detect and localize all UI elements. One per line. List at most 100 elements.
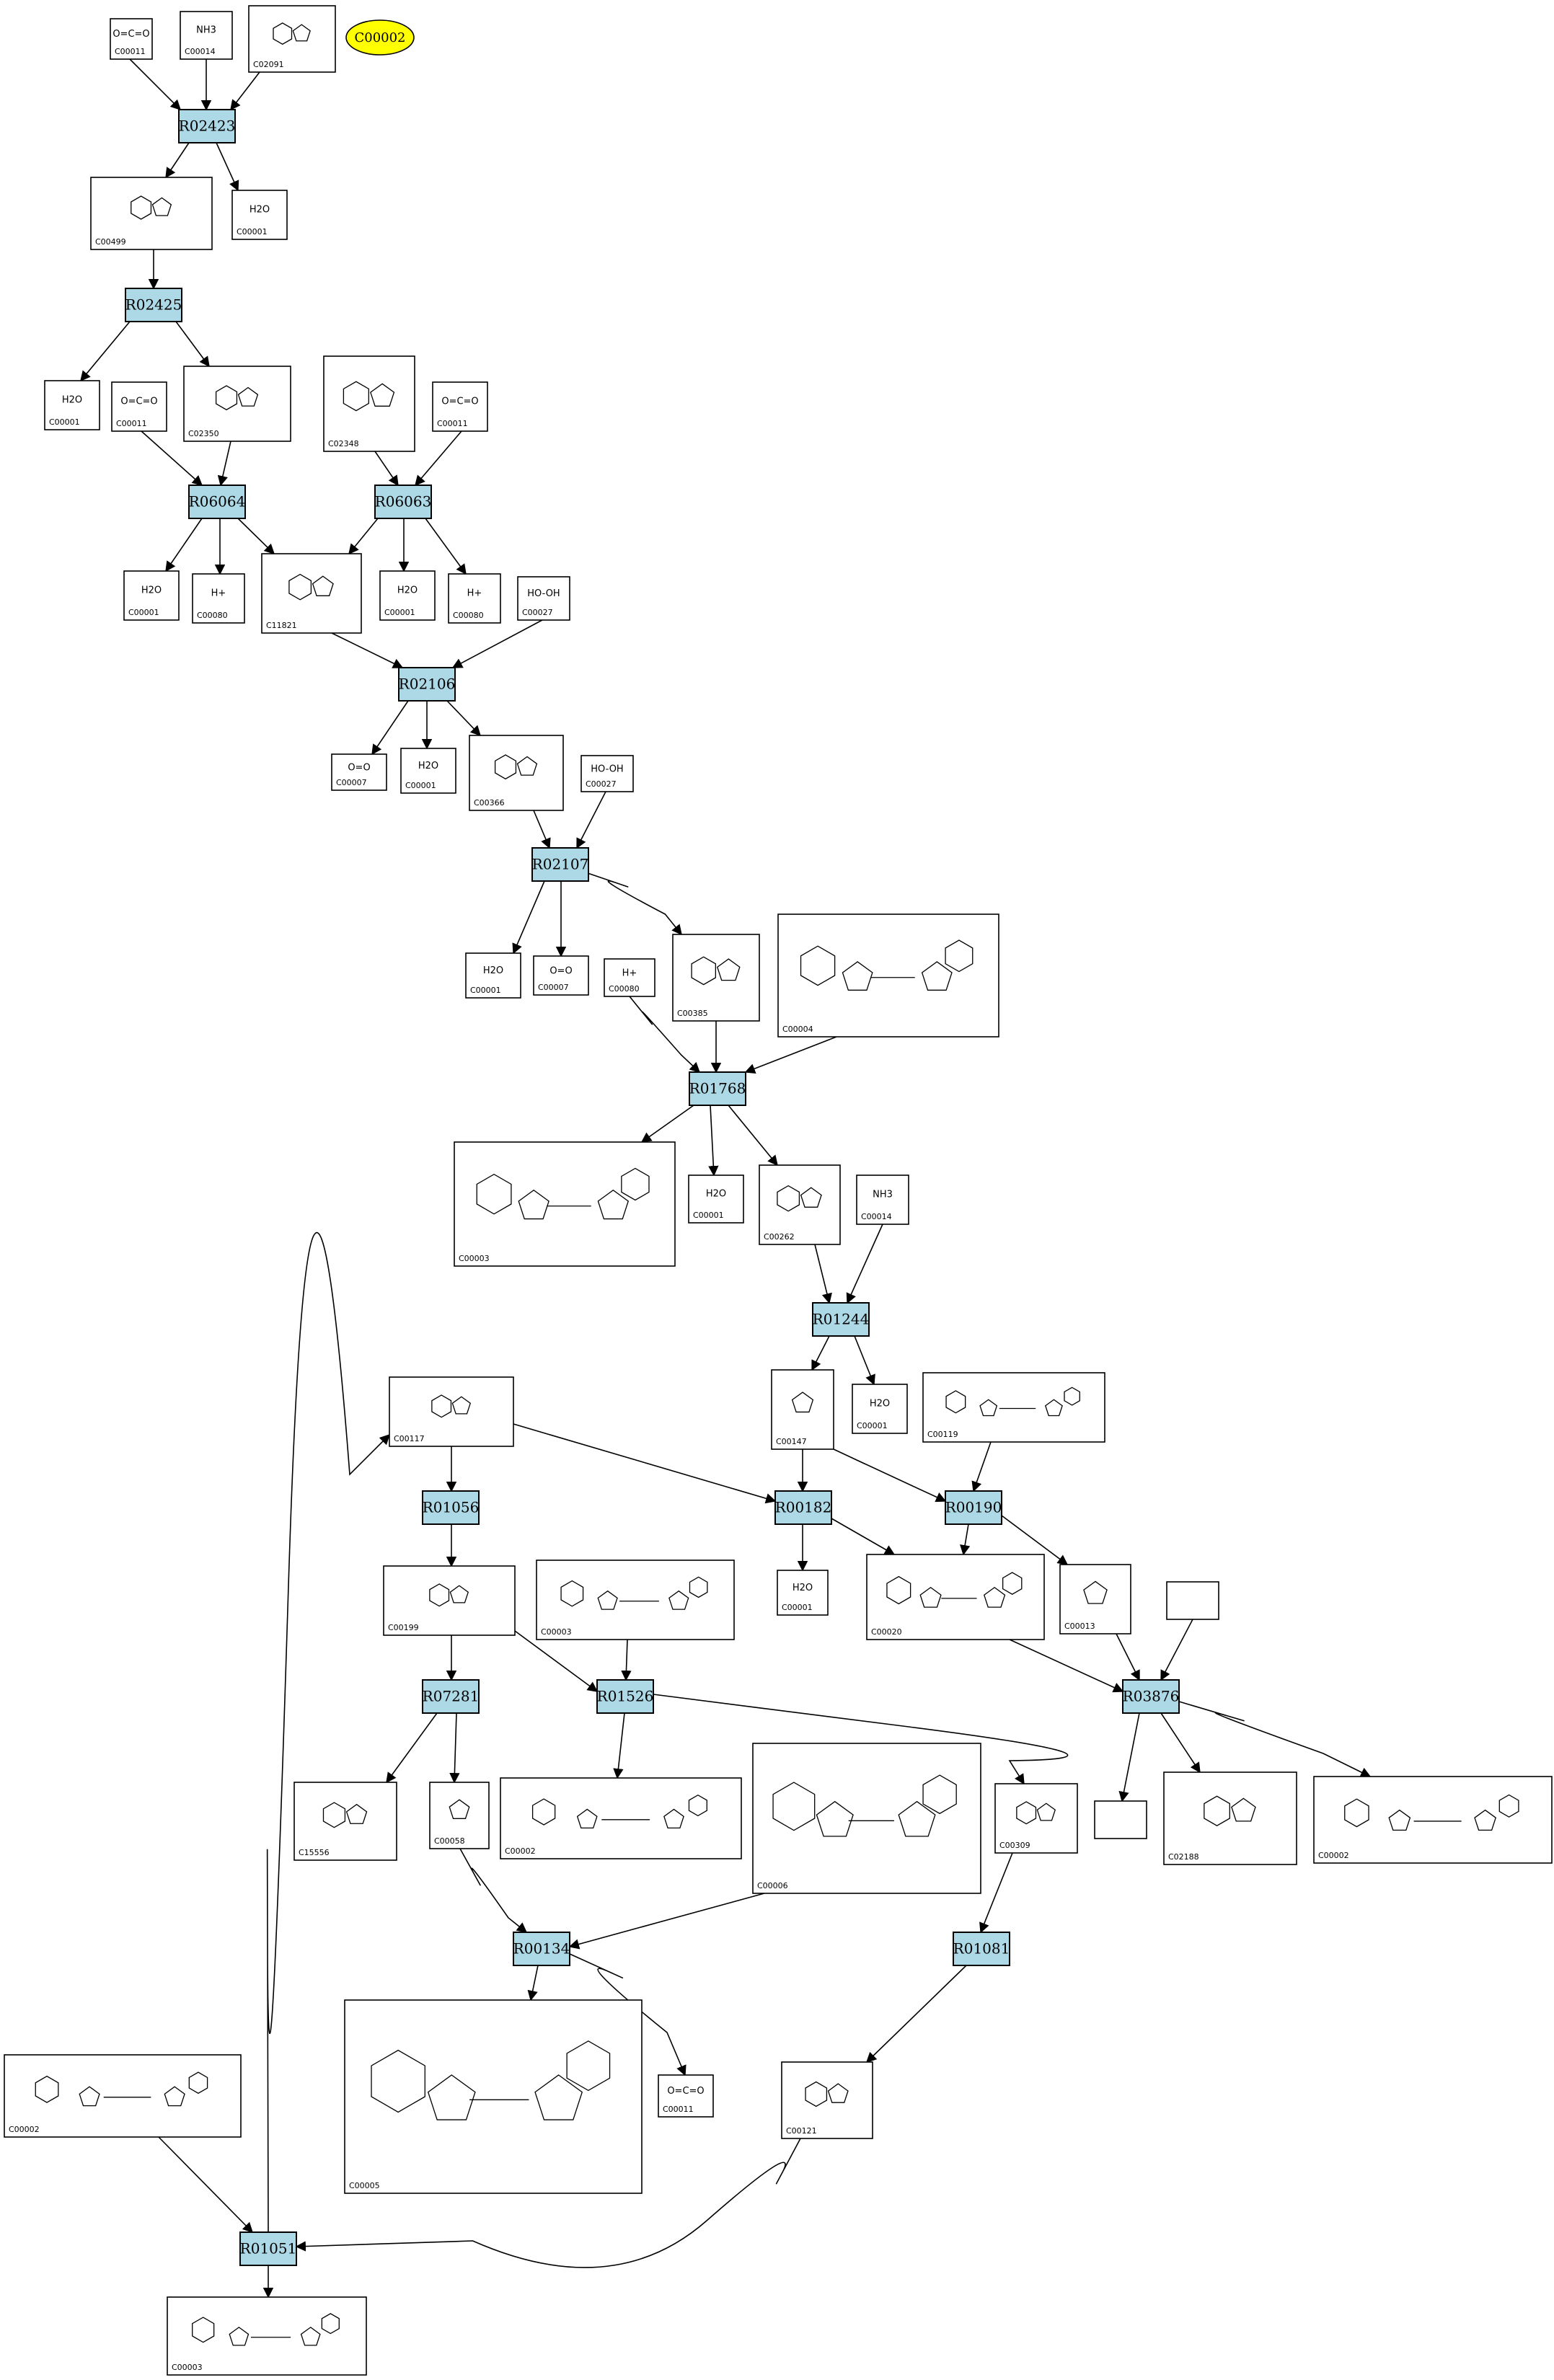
compound-box xyxy=(1163,1771,1297,1865)
compound-node-c42[interactable]: C00002 xyxy=(500,1777,742,1859)
compound-box xyxy=(344,1999,643,2194)
reaction-node-r00182[interactable]: R00182 xyxy=(774,1490,832,1525)
compound-box xyxy=(752,1743,981,1894)
reaction-label: R02106 xyxy=(399,676,456,693)
compound-formula: H2O xyxy=(397,585,418,596)
reaction-node-r01051[interactable]: R01051 xyxy=(239,2231,297,2266)
compound-node-c39[interactable] xyxy=(1166,1581,1219,1620)
compound-id-label: C00002 xyxy=(505,1846,536,1856)
reaction-node-r02106[interactable]: R02106 xyxy=(398,667,456,702)
compound-node-c37[interactable]: C00020 xyxy=(866,1554,1045,1640)
compound-id-label: C11821 xyxy=(266,621,297,630)
compound-node-c44[interactable]: C00309 xyxy=(994,1783,1078,1854)
ring-shape xyxy=(494,754,517,780)
compound-node-c33[interactable]: C00119 xyxy=(922,1372,1105,1443)
ring-shape xyxy=(691,956,716,986)
compound-node-c40[interactable]: C15556 xyxy=(293,1782,397,1861)
compound-node-c43[interactable]: C00006 xyxy=(752,1743,981,1894)
reaction-node-r03876[interactable]: R03876 xyxy=(1122,1679,1180,1714)
reaction-node-r01526[interactable]: R01526 xyxy=(596,1679,654,1714)
compound-node-c28[interactable]: C00262 xyxy=(759,1164,841,1245)
reaction-node-r01081[interactable]: R01081 xyxy=(953,1932,1010,1966)
compound-id-label: C02091 xyxy=(253,60,284,69)
compound-node-c46[interactable]: C02188 xyxy=(1163,1771,1297,1865)
compound-node-c52[interactable]: C00003 xyxy=(167,2296,367,2376)
compound-formula: H+ xyxy=(211,588,226,599)
reaction-node-r01056[interactable]: R01056 xyxy=(422,1490,480,1525)
compound-node-c47[interactable]: C00002 xyxy=(1313,1776,1553,1864)
reaction-node-r00190[interactable]: R00190 xyxy=(945,1490,1002,1525)
compound-box xyxy=(4,2054,242,2138)
reaction-box xyxy=(422,1679,480,1714)
compound-node-c25[interactable]: C00004 xyxy=(777,913,999,1038)
compound-node-c26[interactable]: C00003 xyxy=(454,1141,676,1267)
ring-shape xyxy=(1064,1386,1080,1406)
reaction-node-r07281[interactable]: R07281 xyxy=(422,1679,480,1714)
edge-R06063-to-c13 xyxy=(348,518,379,555)
compound-formula: H2O xyxy=(706,1189,726,1200)
compound-node-c45[interactable] xyxy=(1094,1800,1147,1839)
compound-node-c24[interactable]: C00385 xyxy=(672,934,760,1022)
compound-node-c3[interactable]: C02091 xyxy=(248,5,336,73)
reaction-node-r06064[interactable]: R06064 xyxy=(188,485,246,519)
compound-node-c23[interactable]: H+C00080 xyxy=(604,958,655,997)
compound-node-c49[interactable]: C00005 xyxy=(344,1999,643,2194)
reaction-node-r01244[interactable]: R01244 xyxy=(812,1302,870,1337)
compound-id-label: C00005 xyxy=(349,2181,380,2190)
edge-c35-to-R01526 xyxy=(621,1639,632,1681)
compound-box xyxy=(580,755,634,792)
compound-box xyxy=(1313,1776,1553,1864)
compound-node-c19[interactable]: C00366 xyxy=(469,735,564,811)
edge-c23-to-R01768 xyxy=(629,996,701,1073)
reaction-node-r00134[interactable]: R00134 xyxy=(513,1932,570,1966)
compound-node-c31[interactable]: C00147 xyxy=(771,1369,834,1450)
compound-node-c38[interactable]: C00013 xyxy=(1059,1564,1131,1634)
reaction-node-r06063[interactable]: R06063 xyxy=(374,485,432,519)
ring-shape xyxy=(229,2327,250,2346)
compound-node-c30[interactable]: C00117 xyxy=(389,1376,514,1447)
compound-node-c4[interactable]: C00499 xyxy=(90,177,213,250)
reaction-box xyxy=(422,1490,480,1525)
compound-node-c41[interactable]: C00058 xyxy=(429,1782,490,1849)
reaction-box xyxy=(374,485,432,519)
reaction-node-r02423[interactable]: R02423 xyxy=(178,109,236,143)
compound-node-c34[interactable]: C00199 xyxy=(383,1565,516,1636)
reaction-node-r02425[interactable]: R02425 xyxy=(125,288,182,322)
root-compound-label: C00002 xyxy=(354,30,405,45)
reaction-node-r02107[interactable]: R02107 xyxy=(531,847,589,882)
compound-node-c13[interactable]: C11821 xyxy=(261,553,362,634)
reaction-node-r01768[interactable]: R01768 xyxy=(689,1071,746,1106)
ring-shape xyxy=(898,1800,936,1837)
compound-id-label: C00001 xyxy=(470,986,501,995)
compound-node-c48[interactable]: C00002 xyxy=(4,2054,242,2138)
compound-node-c8[interactable]: C02350 xyxy=(183,366,291,442)
compound-node-c51[interactable]: C00121 xyxy=(781,2061,873,2139)
edge-R02425-to-c6 xyxy=(80,321,131,382)
compound-node-c12[interactable]: H+C00080 xyxy=(192,573,245,624)
compound-box xyxy=(658,2074,714,2118)
compound-id-label: C00003 xyxy=(541,1627,572,1637)
root-compound-node[interactable]: C00002 xyxy=(345,19,415,56)
compound-node-c9[interactable]: C02348 xyxy=(323,355,415,452)
compound-node-c15[interactable]: H+C00080 xyxy=(448,573,501,624)
compound-node-c35[interactable]: C00003 xyxy=(536,1560,735,1640)
